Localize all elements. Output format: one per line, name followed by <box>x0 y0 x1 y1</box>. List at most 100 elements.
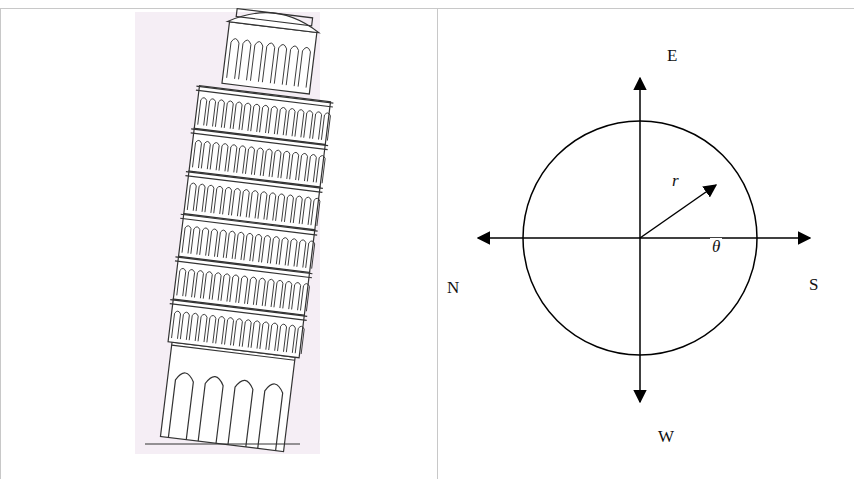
arch-column <box>270 236 279 264</box>
arch-column <box>307 154 316 182</box>
arch-column <box>295 326 304 354</box>
arch-column <box>235 232 244 260</box>
arch-column <box>228 144 237 172</box>
angle-label: θ <box>710 238 722 255</box>
arch-column <box>293 196 302 224</box>
arch-column <box>172 311 181 339</box>
arch-column <box>300 283 309 311</box>
arch-column <box>284 195 293 223</box>
arch-column <box>247 277 256 305</box>
south-axis <box>640 237 810 239</box>
tower-drawing <box>154 5 344 453</box>
ground-line <box>145 443 300 444</box>
arch-column <box>245 147 254 175</box>
arch-column <box>219 143 228 171</box>
arch-column <box>262 235 271 263</box>
arch-column <box>233 102 242 130</box>
belfry-arch <box>239 40 252 81</box>
arch-column <box>194 270 203 298</box>
arch-column <box>214 186 223 214</box>
arch-column <box>256 278 265 306</box>
arch-column <box>251 321 260 349</box>
arch-column <box>269 323 278 351</box>
arch-column <box>272 150 281 178</box>
arch-column <box>321 113 330 141</box>
belfry-arch <box>298 47 311 88</box>
arch-column <box>260 105 269 133</box>
arch-column <box>313 111 322 139</box>
arch-column <box>221 274 230 302</box>
arch-column <box>283 281 292 309</box>
arch-column <box>286 325 295 353</box>
arch-column <box>210 142 219 170</box>
arch-column <box>311 198 320 226</box>
north-axis <box>478 237 640 239</box>
arch-column <box>265 279 274 307</box>
arch-column <box>258 191 267 219</box>
arch-column <box>198 314 207 342</box>
base-arch <box>258 383 284 451</box>
arch-column <box>215 100 224 128</box>
arch-column <box>242 103 251 131</box>
compass-diagram <box>478 78 810 402</box>
arch-column <box>192 140 201 168</box>
arch-column <box>260 322 269 350</box>
arch-column <box>240 189 249 217</box>
arch-column <box>201 141 210 169</box>
arch-column <box>244 233 253 261</box>
arch-column <box>196 184 205 212</box>
arch-column <box>268 106 277 134</box>
arch-column <box>242 319 251 347</box>
arch-column <box>263 149 272 177</box>
arch-column <box>189 313 198 341</box>
base-arch <box>198 376 224 444</box>
arch-column <box>253 234 262 262</box>
arch-column <box>180 312 189 340</box>
arch-column <box>226 231 235 259</box>
arch-column <box>203 271 212 299</box>
arch-column <box>292 282 301 310</box>
base-arch <box>168 372 194 440</box>
arch-column <box>286 108 295 136</box>
cornice <box>196 90 333 107</box>
arch-column <box>207 98 216 126</box>
panel-frame <box>0 8 854 479</box>
arch-column <box>239 276 248 304</box>
east-axis <box>639 78 641 238</box>
arch-column <box>306 241 315 269</box>
arch-column <box>230 275 239 303</box>
arch-column <box>299 153 308 181</box>
arch-column <box>191 226 200 254</box>
arch-column <box>177 268 186 296</box>
arch-column <box>267 192 276 220</box>
direction-label: W <box>658 428 674 445</box>
radius-vector <box>640 185 716 238</box>
arch-column <box>237 145 246 173</box>
direction-label: S <box>809 276 818 293</box>
arch-column <box>224 101 233 129</box>
direction-label: E <box>667 47 677 64</box>
arch-column <box>207 315 216 343</box>
radius-label: r <box>672 172 679 189</box>
image-background <box>135 12 320 454</box>
arch-column <box>302 197 311 225</box>
arch-column <box>251 104 260 132</box>
belfry-arch <box>274 44 287 85</box>
arch-column <box>249 190 258 218</box>
cornice <box>172 345 295 360</box>
belfry-arch <box>262 43 275 84</box>
arch-column <box>316 155 325 183</box>
arch-column <box>288 238 297 266</box>
arch-column <box>182 225 191 253</box>
belfry-arch <box>286 45 299 86</box>
arch-column <box>186 269 195 297</box>
west-axis <box>639 238 641 402</box>
arch-column <box>225 317 234 345</box>
arch-column <box>212 272 221 300</box>
arch-column <box>279 237 288 265</box>
arch-column <box>200 228 209 256</box>
arch-column <box>205 185 214 213</box>
arch-column <box>187 183 196 211</box>
arch-column <box>278 324 287 352</box>
